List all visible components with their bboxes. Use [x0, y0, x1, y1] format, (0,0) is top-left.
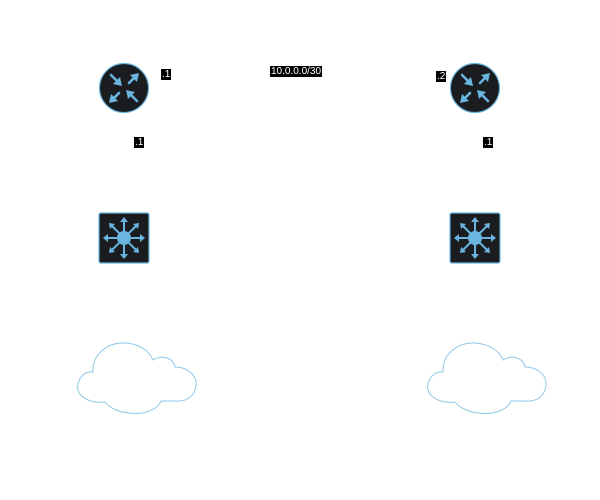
cloud-right	[425, 340, 549, 418]
switch-right	[449, 212, 501, 264]
router-left-lan-ip-label: .1	[134, 137, 145, 148]
layer3-switch-icon	[449, 212, 501, 264]
switch-left	[98, 212, 150, 264]
link-subnet-label: 10.0.0.0/30	[270, 66, 323, 77]
cloud-left	[75, 340, 199, 418]
router-icon	[98, 62, 150, 114]
router-right-lan-ip-label: .1	[483, 137, 494, 148]
layer3-switch-icon	[98, 212, 150, 264]
router-right	[449, 62, 501, 114]
cloud-icon	[427, 342, 547, 414]
router-left-wan-ip-label: .1	[161, 69, 172, 80]
router-icon	[449, 62, 501, 114]
cloud-icon	[77, 342, 197, 414]
router-right-wan-ip-label: .2	[436, 71, 447, 82]
router-left	[98, 62, 150, 114]
